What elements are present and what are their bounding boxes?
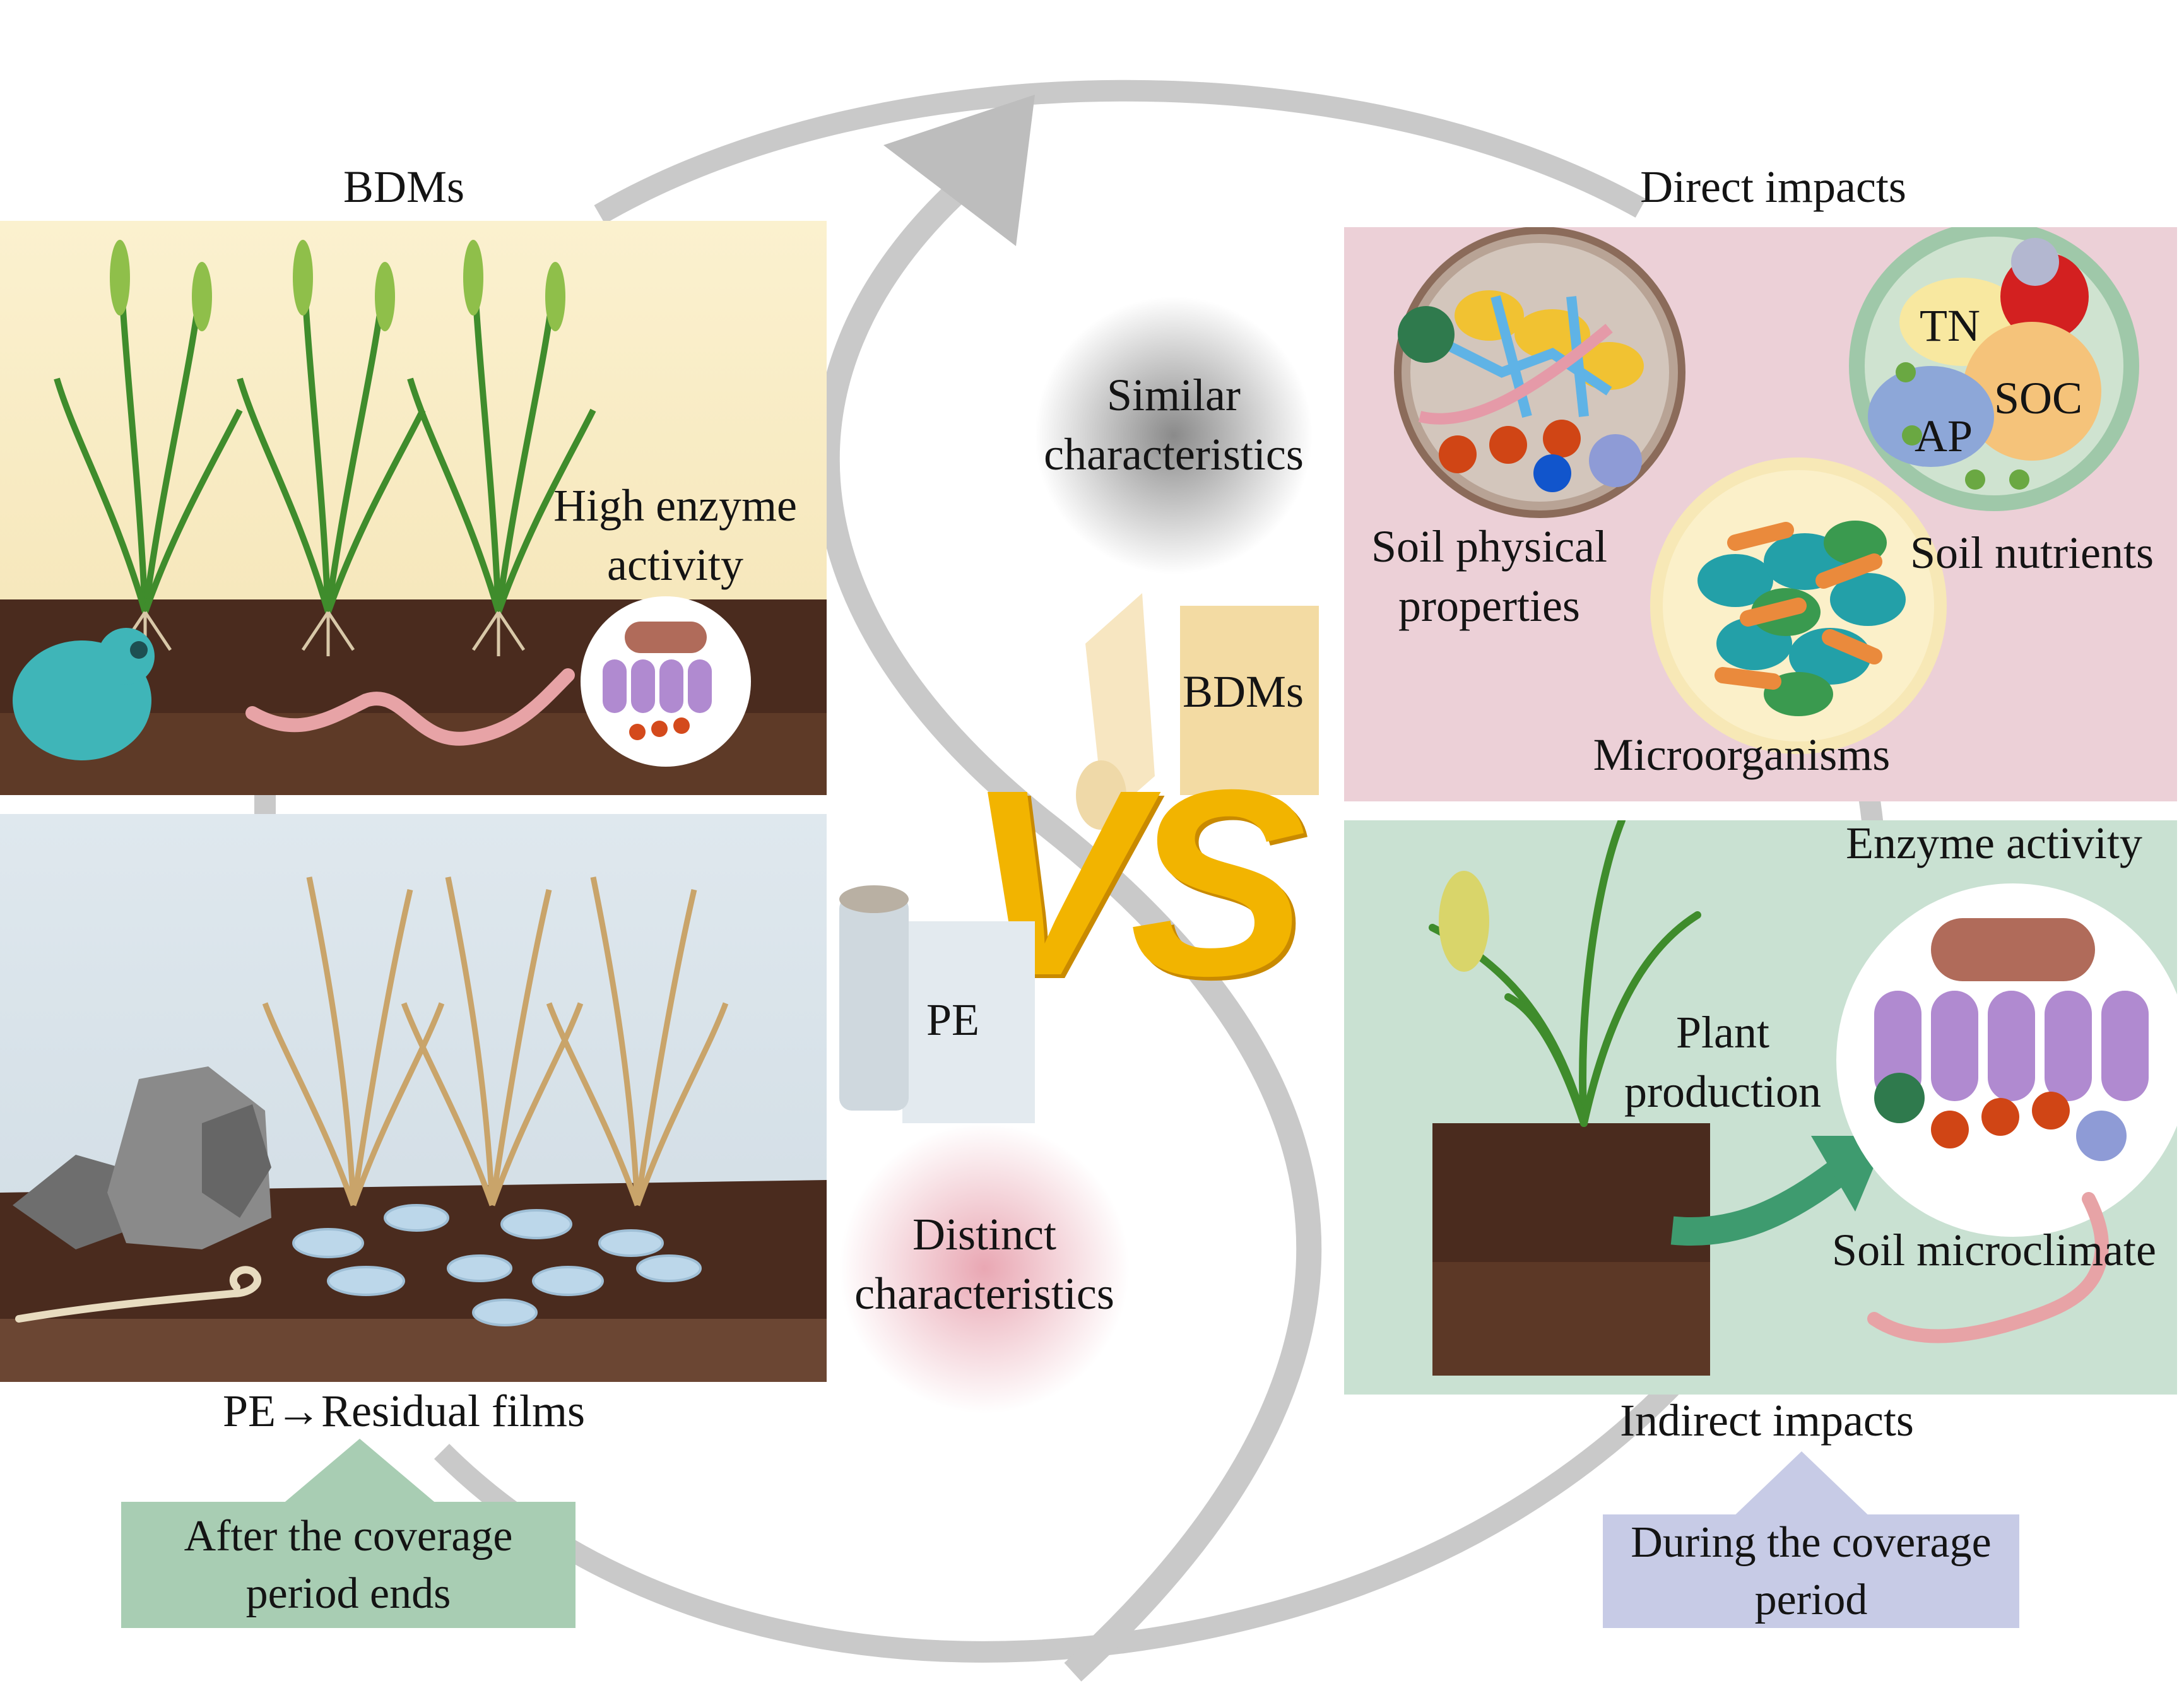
direct-impacts-title: Direct impacts (1640, 162, 1906, 212)
bdm-film-roll (1076, 593, 1319, 830)
soc-label: SOC (1993, 373, 2083, 423)
bdm-roll-label: BDMs (1182, 666, 1304, 717)
pe-field-panel (0, 814, 827, 1382)
left-callout-pointer (278, 1439, 442, 1508)
similar-characteristics-label: Similar characteristics (1044, 370, 1304, 480)
similar-halo (1035, 297, 1313, 574)
ap-label: AP (1914, 411, 1973, 461)
right-callout-pointer (1729, 1451, 1874, 1521)
direct-impacts-panel (1344, 227, 2177, 801)
indirect-impacts-title: Indirect impacts (1620, 1395, 1914, 1446)
microorganisms-label: Microorganisms (1593, 729, 1891, 780)
pe-panel-title: PE→Residual films (223, 1386, 585, 1436)
indirect-impacts-panel (1344, 820, 2177, 1395)
soil-physical-label: Soil physical properties (1371, 521, 1607, 631)
pe-roll-label: PE (926, 994, 980, 1045)
pe-film-roll (839, 885, 1035, 1123)
tn-label: TN (1920, 300, 1980, 351)
distinct-halo (839, 1123, 1130, 1413)
bdm-panel-title: BDMs (343, 162, 465, 212)
distinct-characteristics-label: Distinct characteristics (854, 1209, 1114, 1319)
soil-nutrients-label: Soil nutrients (1910, 528, 2154, 578)
plant-production-label: Plant production (1624, 1007, 1821, 1117)
enzyme-activity-label: Enzyme activity (1846, 818, 2142, 868)
bdm-field-panel (0, 221, 827, 795)
soil-microclimate-label: Soil microclimate (1832, 1225, 2156, 1275)
during-coverage-callout: During the coverage period (1603, 1514, 2019, 1628)
high-enzyme-label: High enzyme activity (553, 480, 797, 590)
after-coverage-callout: After the coverage period ends (121, 1502, 576, 1628)
